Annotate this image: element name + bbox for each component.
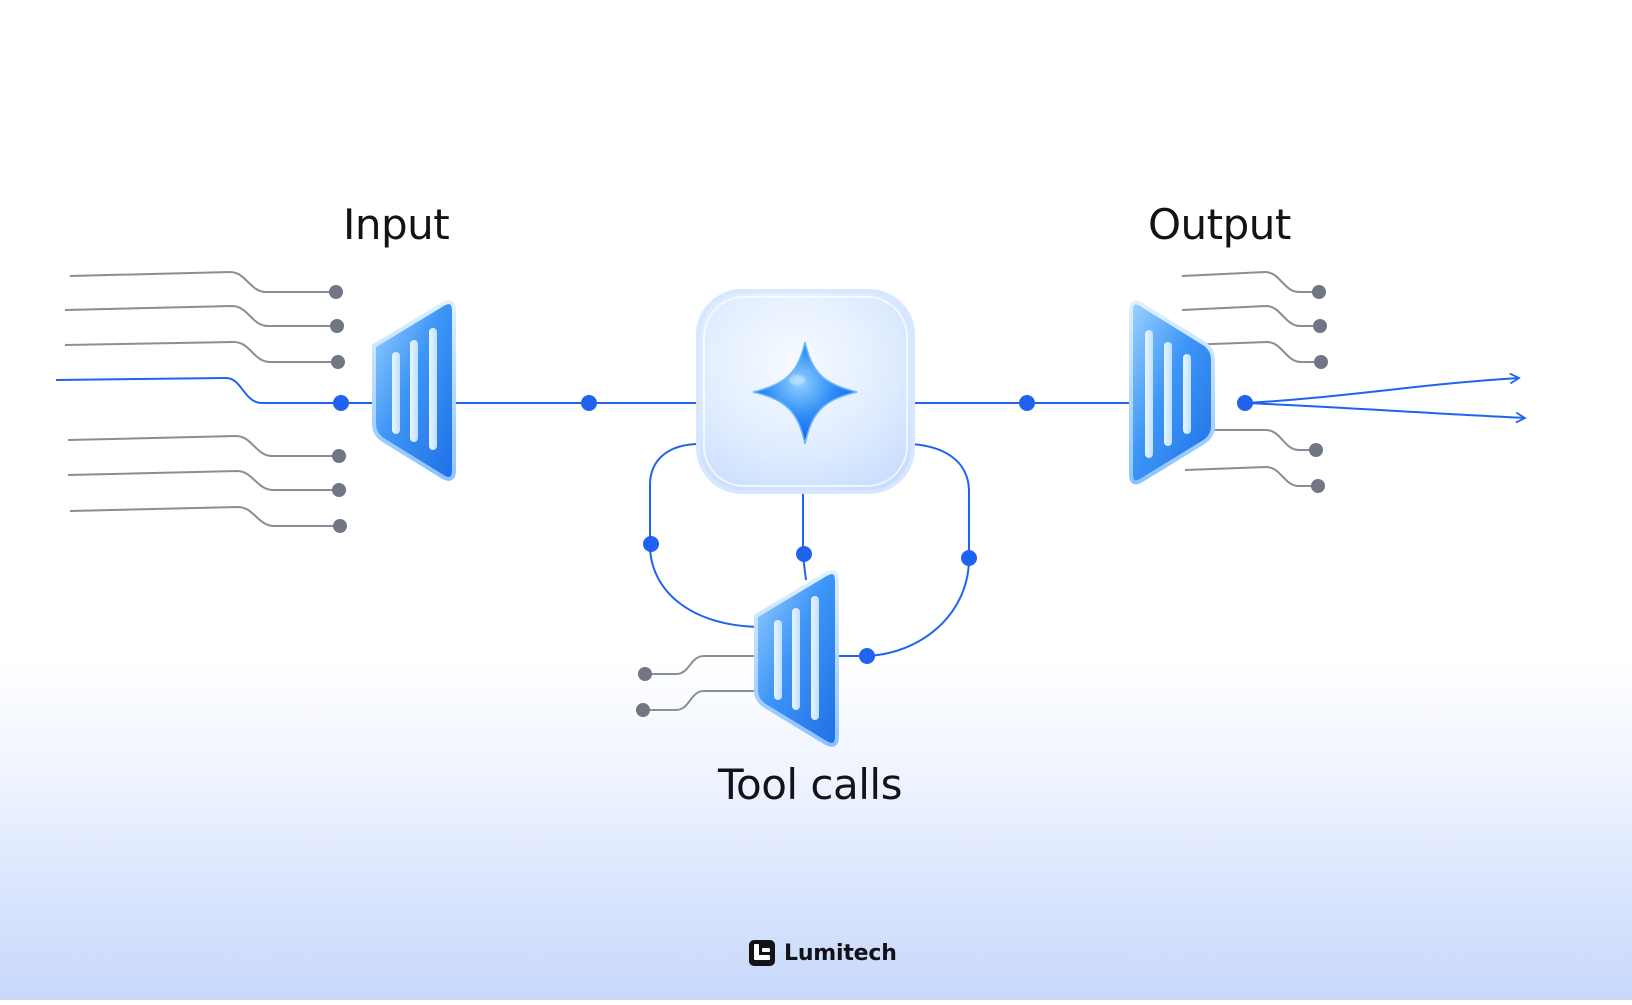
- input-node-2: [330, 319, 344, 333]
- input-node-6: [332, 483, 346, 497]
- loop-right-dot: [961, 550, 977, 566]
- output-node-1: [1312, 285, 1326, 299]
- output-node-4: [1309, 443, 1323, 457]
- loop-bottom-dot: [859, 648, 875, 664]
- sparkle-star-icon: [752, 341, 858, 445]
- input-label: Input: [343, 200, 450, 249]
- brand-name: Lumitech: [784, 940, 897, 966]
- brand-footer: Lumitech: [749, 940, 897, 966]
- input-wire-5: [67, 434, 339, 457]
- output-gray-nodes: [1309, 285, 1328, 493]
- model-core-box: [696, 289, 915, 494]
- tool-gray-wires: [643, 655, 758, 711]
- output-junction-dot: [1237, 395, 1253, 411]
- input-node-7: [333, 519, 347, 533]
- input-junction-dot: [333, 395, 349, 411]
- input-gray-wires: [64, 270, 340, 527]
- output-node-3: [1314, 355, 1328, 369]
- lumitech-logo-icon: [749, 940, 775, 966]
- input-wire-6: [67, 469, 339, 491]
- blue-junction-dots: [333, 395, 1253, 664]
- input-gray-nodes: [329, 285, 347, 533]
- input-node-3: [331, 355, 345, 369]
- tool-node-2: [636, 703, 650, 717]
- tool-calls-label: Tool calls: [718, 760, 902, 809]
- output-funnel-icon: [1129, 300, 1215, 485]
- mid-right-dot: [1019, 395, 1035, 411]
- loop-center-dot: [796, 546, 812, 562]
- input-wire-1: [69, 270, 336, 293]
- input-node-5: [332, 449, 346, 463]
- output-node-5: [1311, 479, 1325, 493]
- input-wire-2: [64, 304, 337, 327]
- tool-node-1: [638, 667, 652, 681]
- input-wire-7: [69, 505, 340, 527]
- output-node-2: [1313, 319, 1327, 333]
- tool-calls-funnel-icon: [754, 570, 839, 747]
- output-label: Output: [1148, 200, 1291, 249]
- tool-loop-right: [833, 443, 970, 657]
- mid-left-dot: [581, 395, 597, 411]
- input-funnel-icon: [372, 300, 456, 481]
- tool-loop-center: [802, 494, 807, 581]
- tool-gray-nodes: [636, 667, 652, 717]
- input-node-1: [329, 285, 343, 299]
- output-gray-wires: [1181, 270, 1321, 487]
- loop-left-dot: [643, 536, 659, 552]
- input-wire-3: [64, 340, 338, 363]
